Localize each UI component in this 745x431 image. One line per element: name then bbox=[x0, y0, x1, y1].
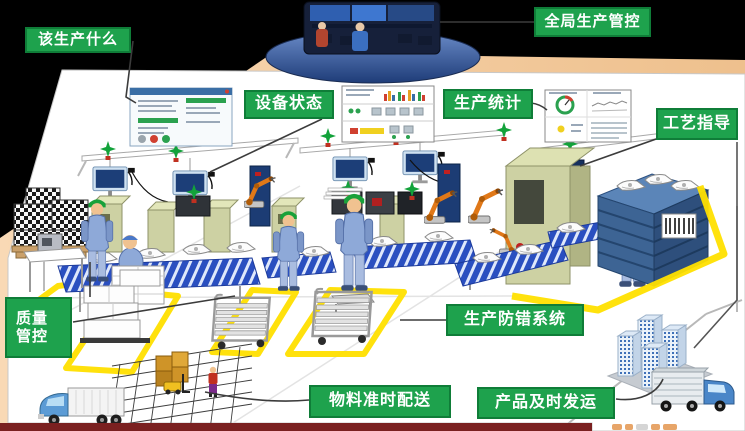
quality-control-line2: 管控 bbox=[16, 327, 49, 345]
blue-crate-rack bbox=[596, 173, 710, 287]
connector-material-delivery bbox=[204, 391, 310, 402]
forklift-icon bbox=[163, 374, 190, 395]
quality-control-line1: 质量 bbox=[16, 310, 49, 328]
dashboard-screenshot-1 bbox=[341, 85, 435, 143]
shipping-truck-icon bbox=[650, 367, 735, 412]
callout-equipment-status: 设备状态 bbox=[244, 90, 334, 119]
bottom-strip bbox=[0, 423, 592, 431]
connector-process-guidance bbox=[579, 137, 660, 167]
callout-global-production-control: 全局生产管控 bbox=[534, 7, 651, 37]
connector-quality-control bbox=[72, 262, 236, 323]
callout-production-statistics: 生产统计 bbox=[443, 89, 533, 119]
connector-right-edge bbox=[693, 142, 738, 349]
connector-product-shipping bbox=[615, 378, 664, 401]
right-large-machine bbox=[504, 147, 596, 285]
callout-quality-control: 质量 管控 bbox=[5, 297, 72, 358]
callout-production-error-proofing: 生产防错系统 bbox=[446, 304, 584, 336]
callout-product-timely-shipping: 产品及时发运 bbox=[477, 387, 615, 419]
dialog-screenshot bbox=[129, 87, 233, 147]
dashboard-screenshot-2 bbox=[544, 89, 632, 143]
yellow-floor-marking bbox=[511, 184, 728, 314]
watermark-partial bbox=[612, 424, 677, 430]
connector-what-to-produce bbox=[125, 40, 137, 104]
pedestrian-figure bbox=[208, 366, 218, 397]
delivery-truck-icon bbox=[38, 387, 125, 426]
callout-process-guidance: 工艺指导 bbox=[656, 108, 738, 140]
connector-equipment-status bbox=[209, 118, 323, 173]
control-room-photo bbox=[303, 1, 441, 55]
callout-what-to-produce: 该生产什么 bbox=[25, 27, 131, 53]
inspection-table bbox=[23, 233, 87, 292]
connector-lines bbox=[72, 21, 738, 402]
callout-material-jit-delivery: 物料准时配送 bbox=[309, 385, 451, 418]
barcode-panel bbox=[661, 213, 697, 239]
